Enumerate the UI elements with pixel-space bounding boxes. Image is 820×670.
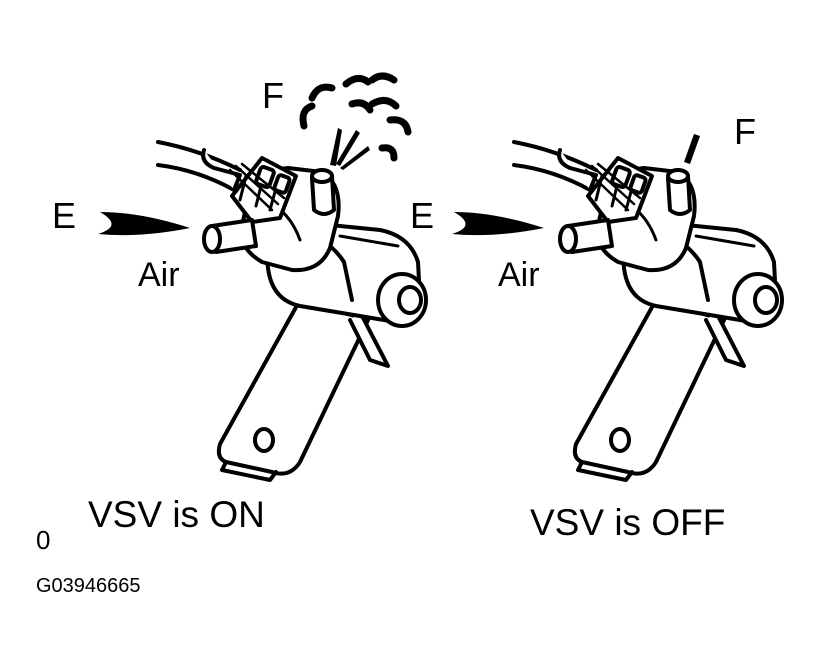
- port-e-label-left: E: [52, 195, 77, 236]
- port-f-label-right: F: [734, 111, 756, 152]
- air-spray-burst: [330, 128, 370, 170]
- air-leak-mark: [684, 134, 700, 164]
- valve-off-drawing: [512, 140, 784, 482]
- air-inlet-arrow-left: [98, 212, 190, 236]
- air-inlet-arrow-right: [452, 212, 544, 236]
- port-f-label-left: F: [262, 75, 284, 116]
- corner-mark: 0: [36, 525, 51, 555]
- caption-vsv-on: VSV is ON: [88, 494, 265, 535]
- air-spray-puffs: [299, 72, 412, 162]
- caption-vsv-off: VSV is OFF: [530, 502, 726, 543]
- port-e-label-right: E: [410, 195, 435, 236]
- valve-on-drawing: [156, 140, 428, 482]
- air-label-left: Air: [138, 256, 180, 294]
- air-label-right: Air: [498, 256, 540, 294]
- figure-code: G03946665: [36, 575, 141, 597]
